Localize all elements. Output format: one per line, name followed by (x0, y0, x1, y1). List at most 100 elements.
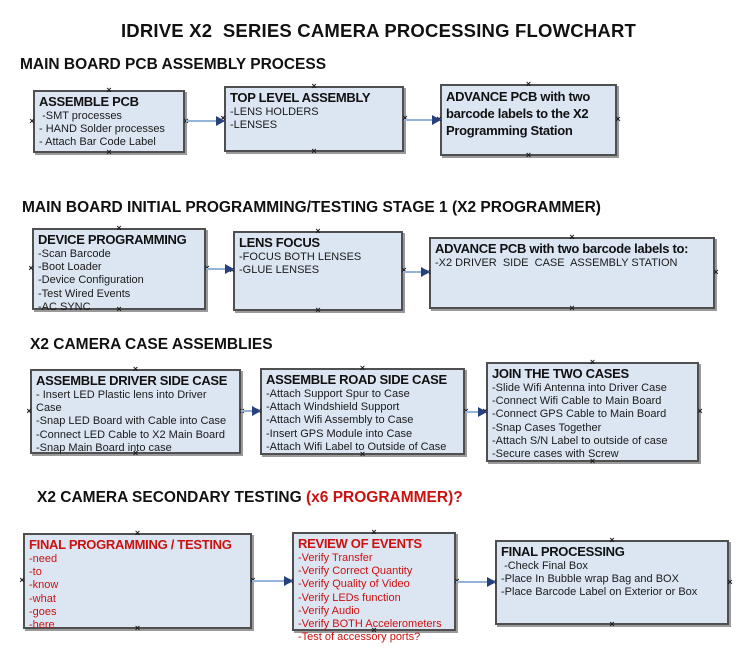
box-title: ADVANCE PCB with two barcode labels to t… (446, 89, 590, 138)
anchor-right-mark: × (462, 406, 470, 415)
box-line: -Verify Audio (298, 604, 360, 617)
flow-arrow (456, 577, 496, 587)
box-line: -X2 DRIVER SIDE CASE ASSEMBLY STATION (435, 257, 678, 269)
anchor-bottom-mark: × (609, 619, 615, 629)
anchor-right-mark: × (727, 576, 733, 587)
box-line: -Attach S/N Label to outside of case (492, 434, 668, 447)
box-line: -LENS HOLDERS (230, 106, 319, 118)
box-line: -Snap LED Board with Cable into Case (36, 415, 227, 428)
flowbox-lens-focus: LENS FOCUS -FOCUS BOTH LENSES-GLUE LENSE… (229, 226, 406, 315)
box-lines: -Scan Barcode-Boot Loader-Device Configu… (38, 248, 200, 314)
box-line: -Verify Quality of Video (298, 578, 410, 591)
anchor-top-mark: × (311, 81, 317, 91)
box-line: -to (29, 566, 42, 579)
anchor-bottom-mark: × (311, 146, 317, 156)
arrowhead-icon (252, 406, 261, 416)
box-line: -know (29, 579, 59, 592)
box-line: - Insert LED Plastic lens into Driver Ca… (36, 389, 210, 415)
box-line: -Device Configuration (38, 274, 144, 287)
box-line: -Attach Windshield Support (266, 401, 400, 414)
box-line: -Boot Loader (38, 261, 102, 274)
section-heading-text: X2 CAMERA SECONDARY TESTING (37, 489, 302, 506)
box-lines: -Verify Transfer-Verify Correct Quantity… (298, 552, 450, 644)
box-line: -Connect LED Cable to X2 Main Board (36, 428, 225, 441)
box-line: -Check Final Box (501, 560, 588, 572)
anchor-bottom-mark: × (132, 448, 139, 458)
anchor-bottom-mark: × (569, 303, 575, 313)
arrowhead-icon (421, 267, 430, 277)
box-title: DEVICE PROGRAMMING (38, 232, 187, 247)
anchor-top-mark: × (106, 85, 112, 95)
box-title: LENS FOCUS (239, 235, 320, 250)
flow-arrow (403, 267, 430, 277)
box-line: -Secure cases with Screw (492, 448, 619, 461)
flow-arrow (465, 407, 487, 417)
anchor-bottom-mark: × (371, 625, 377, 635)
anchor-top-mark: × (116, 223, 122, 233)
anchor-left-mark: × (29, 115, 35, 126)
anchor-top-mark: × (589, 357, 596, 367)
box-line: -LENSES (230, 119, 278, 132)
box-title: FINAL PROCESSING (501, 544, 625, 559)
anchor-bottom-mark: × (525, 150, 532, 160)
flowbox-assemble-road-side-case: ASSEMBLE ROAD SIDE CASE -Attach Support … (256, 364, 468, 459)
box-line: -Place In Bubble wrap Bag and BOX (501, 573, 679, 586)
box-title: REVIEW OF EVENTS (298, 536, 422, 551)
flowbox-top-level-assembly: TOP LEVEL ASSEMBLY -LENS HOLDERS-LENSES … (220, 81, 407, 156)
anchor-top-mark: × (134, 528, 141, 538)
box-lines: - Insert LED Plastic lens into Driver Ca… (36, 389, 235, 455)
section-heading-initial-programming: MAIN BOARD INITIAL PROGRAMMING/TESTING S… (22, 199, 601, 217)
box-lines: -X2 DRIVER SIDE CASE ASSEMBLY STATION (435, 257, 709, 270)
box-line: -Attach Wifi Label to Outside of Case (266, 440, 447, 453)
anchor-top-mark: × (609, 535, 615, 545)
box-line: -Connect Wifi Cable to Main Board (492, 395, 662, 408)
anchor-top-mark: × (371, 527, 377, 537)
flow-arrow (241, 406, 261, 416)
box-line: -Slide Wifi Antenna into Driver Case (492, 382, 667, 394)
anchor-bottom-mark: × (116, 304, 122, 314)
section-heading-text: MAIN BOARD INITIAL PROGRAMMING/TESTING S… (22, 199, 601, 216)
anchor-top-mark: × (525, 79, 532, 89)
flowbox-advance-pcb-driver-side-station: ADVANCE PCB with two barcode labels to: … (425, 233, 718, 313)
flowbox-join-the-two-cases: JOIN THE TWO CASES -Slide Wifi Antenna i… (482, 357, 702, 466)
box-line: -Test of accessory ports? (298, 631, 421, 644)
anchor-left-mark: × (19, 575, 25, 585)
box-line: -Snap Main Board into case (36, 441, 172, 454)
box-line: -SMT processes (39, 110, 122, 122)
box-line: -Insert GPS Module into Case (266, 427, 413, 440)
box-line: -goes (29, 605, 57, 618)
box-title: JOIN THE TWO CASES (492, 366, 629, 381)
box-line: -Attach Support Spur to Case (266, 388, 410, 400)
section-heading-pcb-assembly: MAIN BOARD PCB ASSEMBLY PROCESS (20, 56, 326, 74)
arrowhead-icon (284, 576, 293, 586)
flowbox-advance-pcb-programming-station: ADVANCE PCB with two barcode labels to t… (436, 79, 620, 160)
box-line: -Snap Cases Together (492, 421, 602, 434)
box-line: -Verify BOTH Accelerometers (298, 618, 442, 631)
anchor-right-mark: × (402, 113, 408, 123)
anchor-bottom-mark: × (589, 456, 596, 466)
arrowhead-icon (216, 116, 225, 126)
section-heading-accent: (x6 PROGRAMMER)? (301, 489, 463, 506)
anchor-right-mark: × (615, 114, 621, 124)
anchor-bottom-mark: × (106, 147, 112, 157)
section-heading-text: MAIN BOARD PCB ASSEMBLY PROCESS (20, 56, 327, 73)
anchor-right-mark: × (713, 267, 719, 277)
flowbox-final-processing: FINAL PROCESSING -Check Final Box-Place … (491, 535, 732, 629)
arrowhead-icon (487, 577, 496, 587)
box-line: -what (29, 592, 56, 605)
flow-arrow (404, 115, 441, 125)
flowbox-review-of-events: REVIEW OF EVENTS -Verify Transfer-Verify… (288, 527, 459, 644)
box-title: ASSEMBLE ROAD SIDE CASE (266, 372, 447, 387)
box-line: -Scan Barcode (38, 248, 111, 260)
box-title: ASSEMBLE DRIVER SIDE CASE (36, 373, 228, 388)
box-line: -Connect GPS Cable to Main Board (492, 408, 667, 421)
flowbox-assemble-pcb: ASSEMBLE PCB -SMT processes- HAND Solder… (29, 85, 188, 157)
anchor-left-mark: × (28, 263, 34, 273)
anchor-bottom-mark: × (359, 449, 366, 459)
flow-arrow (206, 264, 234, 274)
box-line: -AC SYNC (38, 300, 91, 313)
anchor-right-mark: × (453, 576, 461, 585)
box-line: -need (29, 553, 58, 565)
anchor-top-mark: × (315, 226, 321, 236)
